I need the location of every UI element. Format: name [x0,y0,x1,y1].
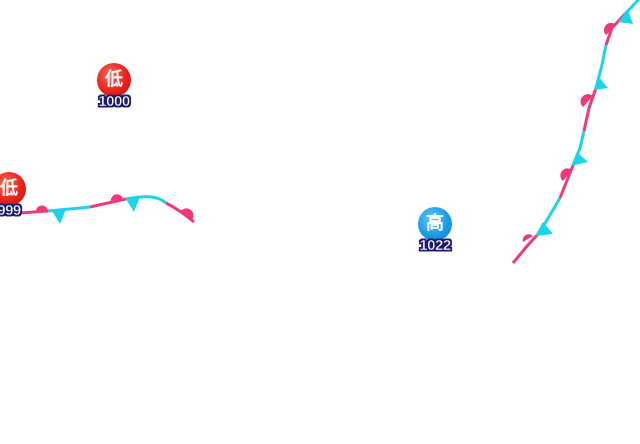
front-segment-warm [165,201,195,224]
warm-front-semicircle [181,208,194,220]
pressure-center-high[interactable]: 高 1022 [405,207,465,254]
warm-front-semicircle [603,22,616,35]
pressure-value: 1022 [419,237,451,255]
pressure-value: 1000 [98,93,130,111]
front-segment-cold [125,195,167,205]
low-pressure-icon: 低 [97,63,131,97]
warm-front-semicircle [522,234,533,242]
cold-front-triangle [126,197,140,212]
front-segment-warm [582,87,598,132]
stationary-front-east [511,0,640,264]
stationary-front-west [0,194,195,224]
front-segment-warm [89,197,127,209]
pressure-center-low[interactable]: 低 1000 [84,63,144,110]
warm-front-semicircle [35,205,48,212]
front-segment-warm [558,162,576,199]
cold-front-triangle [571,152,588,166]
front-segment-cold [47,205,91,213]
warm-front-semicircle [580,94,593,107]
front-segment-warm [511,230,542,264]
low-pressure-icon: 低 [0,172,26,206]
cold-front-triangle [594,76,608,90]
cold-front-triangle [535,222,553,236]
cold-front-triangle [618,10,633,24]
pressure-center-low[interactable]: 低 999 [0,172,39,219]
pressure-value: 999 [0,202,22,220]
warm-front-semicircle [560,168,572,181]
high-pressure-icon: 高 [418,207,452,241]
warm-front-semicircle [110,194,123,202]
cold-front-triangle [52,209,66,224]
